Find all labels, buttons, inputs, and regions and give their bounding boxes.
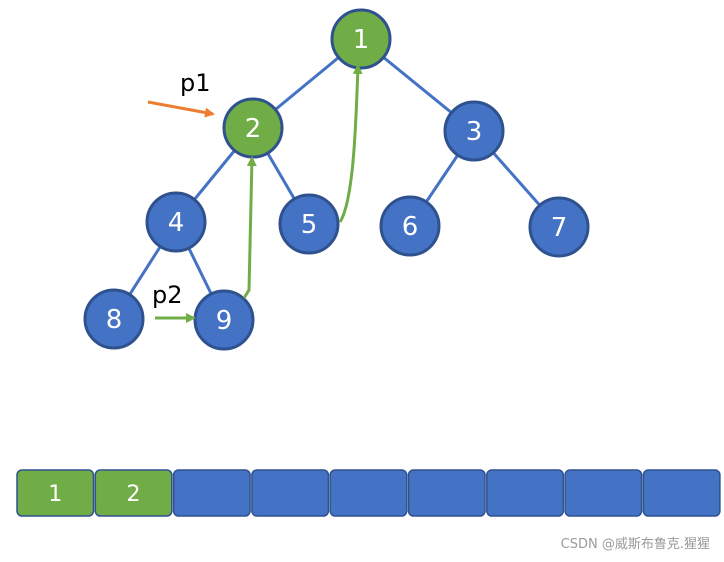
tree-node-label: 3 bbox=[466, 117, 483, 147]
tree-node-4: 4 bbox=[145, 191, 207, 253]
tree-node-8: 8 bbox=[83, 288, 145, 350]
tree-node-circle bbox=[278, 193, 340, 255]
tree-node-circle bbox=[83, 288, 145, 350]
tree-node-2: 2 bbox=[222, 97, 284, 159]
tree-node-label: 6 bbox=[402, 212, 419, 242]
tree-node-label: 7 bbox=[551, 213, 568, 243]
path-arrow-5-to-1 bbox=[338, 64, 363, 223]
tree-node-circle bbox=[145, 191, 207, 253]
tree-node-3: 3 bbox=[443, 100, 505, 162]
array-cell-6 bbox=[486, 469, 565, 517]
tree-node-label: 1 bbox=[353, 25, 370, 55]
tree-node-7: 7 bbox=[528, 196, 590, 258]
array-cell-5 bbox=[407, 469, 486, 517]
tree-nodes: 1 2 3 4 5 6 7 8 9 bbox=[83, 8, 590, 351]
array-cell-box bbox=[16, 469, 95, 517]
tree-node-label: 8 bbox=[106, 305, 123, 335]
array-cell-3 bbox=[251, 469, 330, 517]
array-cell-label: 2 bbox=[127, 482, 141, 507]
tree-node-label: 5 bbox=[301, 210, 318, 240]
tree-node-circle bbox=[443, 100, 505, 162]
array-cell-box bbox=[329, 469, 408, 517]
pointer-p2: p2 bbox=[152, 281, 196, 323]
array-cell-box bbox=[642, 469, 721, 517]
array-cell-2 bbox=[172, 469, 251, 517]
tree-node-circle bbox=[379, 195, 441, 257]
tree-node-label: 4 bbox=[168, 208, 185, 238]
tree-node-1: 1 bbox=[330, 8, 392, 70]
array-cell-7 bbox=[564, 469, 643, 517]
array-cell-label: 1 bbox=[48, 482, 62, 507]
array-cell-box bbox=[94, 469, 173, 517]
watermark: CSDN @威斯布鲁克.猩猩 bbox=[560, 537, 710, 552]
array-cell-box bbox=[486, 469, 565, 517]
tree-node-9: 9 bbox=[193, 289, 255, 351]
pointer-p1-arrow bbox=[147, 100, 215, 118]
array-cell-box bbox=[172, 469, 251, 517]
array-cell-box bbox=[564, 469, 643, 517]
pointer-p1-label: p1 bbox=[180, 69, 211, 97]
array-cell-4 bbox=[329, 469, 408, 517]
tree-node-circle bbox=[528, 196, 590, 258]
array-cell-box bbox=[251, 469, 330, 517]
path-arrow-9-to-2 bbox=[242, 156, 257, 299]
array-cell-box bbox=[407, 469, 486, 517]
array-cell-8 bbox=[642, 469, 721, 517]
array-cell-1: 2 bbox=[94, 469, 173, 517]
tree-node-5: 5 bbox=[278, 193, 340, 255]
tree-node-label: 9 bbox=[216, 306, 233, 336]
tree-node-label: 2 bbox=[245, 114, 262, 144]
tree-node-6: 6 bbox=[379, 195, 441, 257]
array-cell-0: 1 bbox=[16, 469, 95, 517]
pointer-p1: p1 bbox=[147, 69, 215, 118]
pointer-p2-label: p2 bbox=[152, 281, 183, 309]
